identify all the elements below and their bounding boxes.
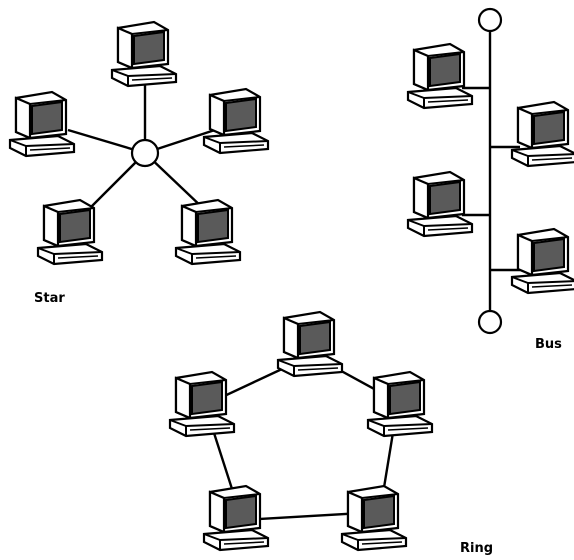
computer-icon bbox=[276, 310, 344, 378]
computer-icon bbox=[510, 100, 574, 168]
computer-icon bbox=[202, 484, 270, 552]
bus-terminator-top-circle bbox=[477, 7, 503, 33]
computer-icon bbox=[174, 198, 242, 266]
bus-terminator-bottom-circle bbox=[477, 309, 503, 335]
ring-label: Ring bbox=[460, 541, 493, 556]
computer-icon bbox=[110, 20, 178, 88]
computer-icon bbox=[366, 370, 434, 438]
star-topology: Star bbox=[8, 20, 270, 306]
computer-icon bbox=[340, 484, 408, 552]
ring-topology: Ring bbox=[168, 310, 493, 556]
bus-topology: Bus bbox=[406, 7, 574, 352]
computer-icon bbox=[406, 170, 474, 238]
star-hub-circle bbox=[130, 138, 160, 168]
computer-icon bbox=[8, 90, 76, 158]
bus-label: Bus bbox=[535, 337, 562, 352]
computer-icon bbox=[510, 227, 574, 295]
star-label: Star bbox=[34, 291, 65, 306]
computer-icon bbox=[168, 370, 236, 438]
computer-icon bbox=[406, 42, 474, 110]
computer-icon bbox=[36, 198, 104, 266]
computer-icon bbox=[202, 87, 270, 155]
